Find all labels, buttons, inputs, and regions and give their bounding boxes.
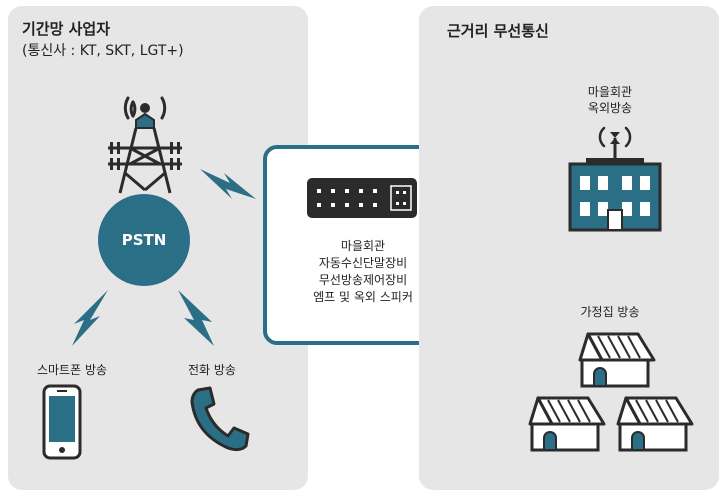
village-hall-building-icon xyxy=(568,126,662,232)
hall-label-line: 옥외방송 xyxy=(587,101,633,115)
transmission-tower-icon xyxy=(108,96,182,194)
receiver-device-icon xyxy=(307,178,417,218)
center-label-line: 자동수신단말장비 xyxy=(318,256,408,270)
center-label-line: 엠프 및 옥외 스피커 xyxy=(313,290,413,304)
signal-bolt-icon xyxy=(200,169,256,199)
smartphone-icon xyxy=(42,384,82,460)
center-label-line: 무선방송제어장비 xyxy=(318,273,408,287)
hall-label: 마을회관 옥외방송 xyxy=(562,84,658,116)
hall-label-line: 마을회관 xyxy=(587,85,633,99)
signal-bolt-icon xyxy=(178,290,214,346)
phone-label: 전화 방송 xyxy=(188,363,236,377)
left-panel-subtitle: (통신사 : KT, SKT, LGT+) xyxy=(22,43,184,59)
house-icon xyxy=(578,332,656,388)
center-label-line: 마을회관 xyxy=(340,239,386,253)
right-panel-title: 근거리 무선통신 xyxy=(447,22,549,40)
home-label: 가정집 방송 xyxy=(580,305,640,319)
left-panel-title: 기간망 사업자 xyxy=(22,20,111,38)
phone-handset-icon xyxy=(190,386,250,452)
pstn-node: PSTN xyxy=(98,194,190,286)
signal-bolt-icon xyxy=(72,290,108,346)
house-icon xyxy=(616,396,694,452)
smartphone-label: 스마트폰 방송 xyxy=(36,363,108,377)
house-icon xyxy=(528,396,606,452)
center-label-list: 마을회관 자동수신단말장비 무선방송제어장비 엠프 및 옥외 스피커 xyxy=(263,238,463,306)
